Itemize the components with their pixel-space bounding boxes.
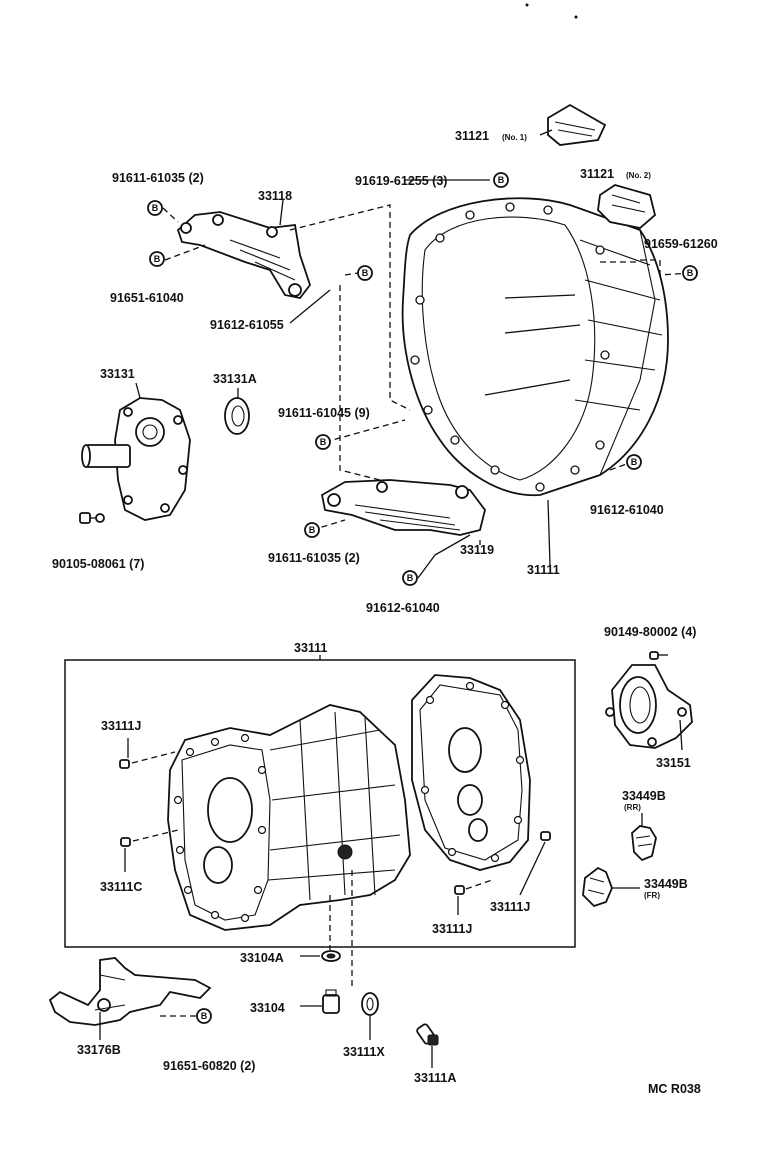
bolt-marker [149, 251, 165, 267]
svg-text:B: B [498, 175, 505, 185]
label-33151: 33151 [656, 756, 691, 770]
bracket-33118-drawing [176, 211, 312, 299]
leader-lines-case [124, 738, 546, 990]
label-33449B-rr-sub: (RR) [624, 803, 641, 812]
label-91651-61040: 91651-61040 [110, 291, 184, 305]
label-91651-60820: 91651-60820 (2) [163, 1059, 255, 1073]
label-33449B-fr-sub: (FR) [644, 891, 660, 900]
label-33111X: 33111X [343, 1045, 385, 1059]
label-33449B-fr: 33449B [644, 877, 688, 891]
gasket-33104A-drawing [300, 950, 341, 962]
label-33131A: 33131A [213, 372, 257, 386]
label-91612-61040-right: 91612-61040 [590, 503, 664, 517]
oil-seal-33131A-drawing [224, 397, 250, 435]
shroud-no2-drawing [597, 184, 657, 229]
bracket-33176B-drawing [48, 957, 212, 1040]
svg-text:B: B [320, 437, 327, 447]
extension-housing-33131-drawing [81, 397, 191, 521]
bolt-marker [196, 1008, 212, 1024]
bolt-markers-top [147, 172, 698, 586]
label-31121-no2: 31121 [580, 167, 614, 181]
bolt-marker-letter: B [201, 1011, 208, 1021]
label-33111J-right: 33111J [490, 900, 530, 914]
label-31121-no1: 31121 [455, 129, 489, 143]
label-91659-61260: 91659-61260 [644, 237, 718, 251]
label-91612-61055: 91612-61055 [210, 318, 284, 332]
label-33111J-bottom: 33111J [432, 922, 472, 936]
label-91611-61035-top: 91611-61035 (2) [112, 171, 204, 185]
transmission-case-drawing [167, 704, 411, 931]
shroud-no1-drawing [547, 103, 607, 146]
label-31111: 31111 [527, 563, 560, 577]
gear-33449B-rr-drawing [631, 813, 657, 862]
svg-text:B: B [687, 268, 694, 278]
scan-dot [525, 3, 529, 7]
plug-33104-drawing [300, 989, 340, 1014]
label-91619-61255: 91619-61255 (3) [355, 174, 447, 188]
label-33131: 33131 [100, 367, 135, 381]
bracket-33119-drawing [320, 479, 486, 536]
pins-drawing [119, 759, 551, 895]
gasket-33111X-drawing [361, 992, 379, 1040]
svg-text:B: B [631, 457, 638, 467]
svg-text:B: B [407, 573, 414, 583]
bolt-marker [493, 172, 509, 188]
label-33111J-left: 33111J [101, 719, 141, 733]
leader-lines-top [135, 129, 691, 579]
part-labels: 31121 (No. 1) 31121 (No. 2) 91611-61035 … [52, 129, 718, 1096]
label-91612-61040-bottom: 91612-61040 [366, 601, 440, 615]
bolt-marker [402, 570, 418, 586]
label-33111: 33111 [294, 641, 327, 655]
bolt-marker [626, 454, 642, 470]
label-91611-61035-bottom: 91611-61035 (2) [268, 551, 360, 565]
adapter-plate-drawing [411, 674, 531, 871]
label-33119: 33119 [460, 543, 494, 557]
label-33449B-rr: 33449B [622, 789, 666, 803]
svg-text:B: B [152, 203, 159, 213]
label-90105-08061: 90105-08061 (7) [52, 557, 144, 571]
bolt-marker [147, 200, 163, 216]
label-90149-80002: 90149-80002 (4) [604, 625, 696, 639]
svg-text:B: B [309, 525, 316, 535]
footer-code: MC R038 [648, 1082, 701, 1096]
label-33111A: 33111A [414, 1071, 456, 1085]
svg-text:B: B [154, 254, 161, 264]
label-33104A: 33104A [240, 951, 284, 965]
label-33111C: 33111C [100, 880, 142, 894]
label-33118: 33118 [258, 189, 292, 203]
plug-33111A-drawing [416, 1023, 439, 1068]
bolt-marker [682, 265, 698, 281]
scan-dot [574, 15, 578, 19]
label-31121-no2-sub: (No. 2) [626, 171, 651, 180]
svg-text:B: B [362, 268, 369, 278]
bolt-marker [304, 522, 320, 538]
label-33176B: 33176B [77, 1043, 121, 1057]
bolt-90105-drawing [79, 512, 105, 524]
gear-33449B-fr-drawing [582, 866, 640, 908]
bolt-marker [357, 265, 373, 281]
retainer-33151-drawing [605, 651, 693, 751]
label-31121-no1-sub: (No. 1) [502, 133, 527, 142]
bolt-marker [315, 434, 331, 450]
label-33104: 33104 [250, 1001, 285, 1015]
label-91611-61045: 91611-61045 (9) [278, 406, 370, 420]
bolt-marker-letters: B B B B B B B B B [152, 175, 694, 583]
clutch-housing-drawing [401, 197, 669, 497]
